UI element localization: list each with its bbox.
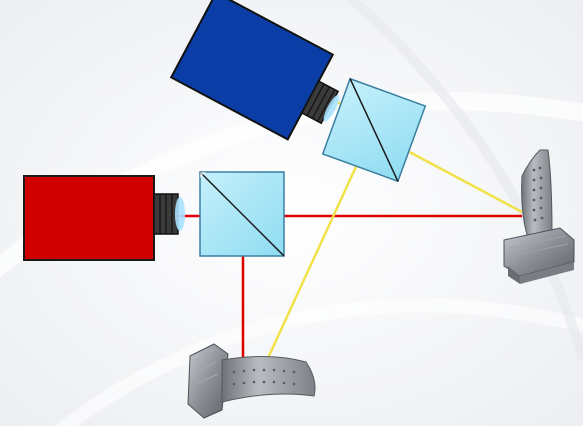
beam-splitter-upper	[321, 77, 427, 183]
beam-splitter-lower	[199, 171, 285, 257]
turbine-blade-right	[503, 149, 575, 284]
yellow-beam-bottom	[266, 131, 374, 359]
blue-camera	[169, 0, 340, 141]
lens-glass	[323, 94, 340, 122]
red-camera	[23, 175, 185, 261]
lens-glass	[175, 197, 185, 231]
turbine-blade-bottom	[187, 343, 316, 419]
